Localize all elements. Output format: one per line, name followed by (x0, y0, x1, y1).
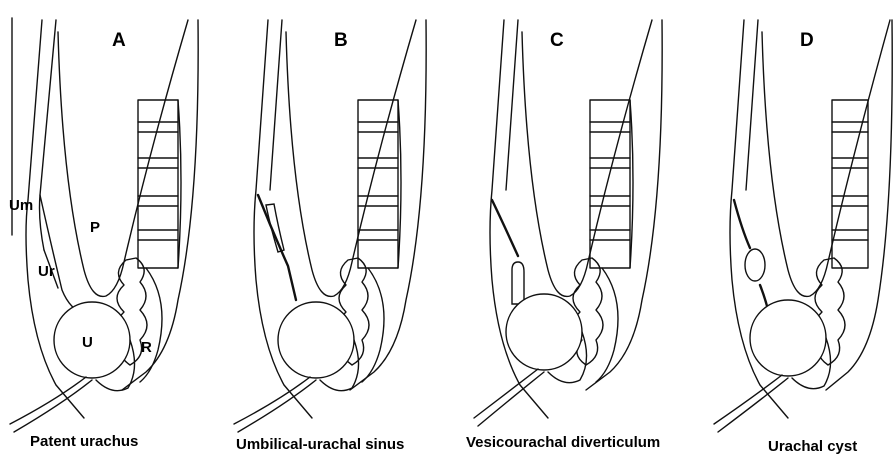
panel-a-spine (138, 100, 181, 268)
panel-d-urachal-cyst (745, 249, 765, 281)
panel-d-anatomy (714, 20, 892, 432)
label-rectum: R (141, 339, 152, 356)
label-urachus: Ur (38, 263, 55, 280)
panel-b-anatomy (234, 20, 426, 432)
panel-c-spine (590, 100, 633, 268)
panel-c-diverticulum (512, 262, 524, 304)
panel-a-caption: Patent urachus (30, 433, 138, 450)
panel-b-bladder (278, 302, 354, 378)
panel-d-spine (832, 100, 868, 268)
panel-c-anatomy (474, 20, 662, 426)
panel-a: A Um P Ur U R Patent urachus (9, 20, 198, 450)
panel-d-bladder (750, 300, 826, 376)
panel-a-letter: A (112, 30, 126, 51)
panel-d: D Urachal cyst (714, 20, 892, 455)
panel-a-anatomy (10, 20, 198, 432)
panel-d-letter: D (800, 30, 814, 51)
panel-b: B Umbilical-urachal sinus (234, 20, 426, 453)
panel-c-letter: C (550, 30, 564, 51)
label-umbilicus: Um (9, 197, 33, 214)
panel-b-caption: Umbilical-urachal sinus (236, 436, 404, 453)
label-peritoneum: P (90, 219, 100, 236)
panel-d-caption: Urachal cyst (768, 438, 857, 455)
panel-b-sinus (266, 204, 284, 252)
panel-c: C Vesicourachal diverticulum (466, 20, 662, 451)
label-bladder: U (82, 334, 93, 351)
panel-b-letter: B (334, 30, 348, 51)
panel-b-spine (358, 100, 401, 268)
panel-c-caption: Vesicourachal diverticulum (466, 434, 660, 451)
panel-c-bladder (506, 294, 582, 370)
